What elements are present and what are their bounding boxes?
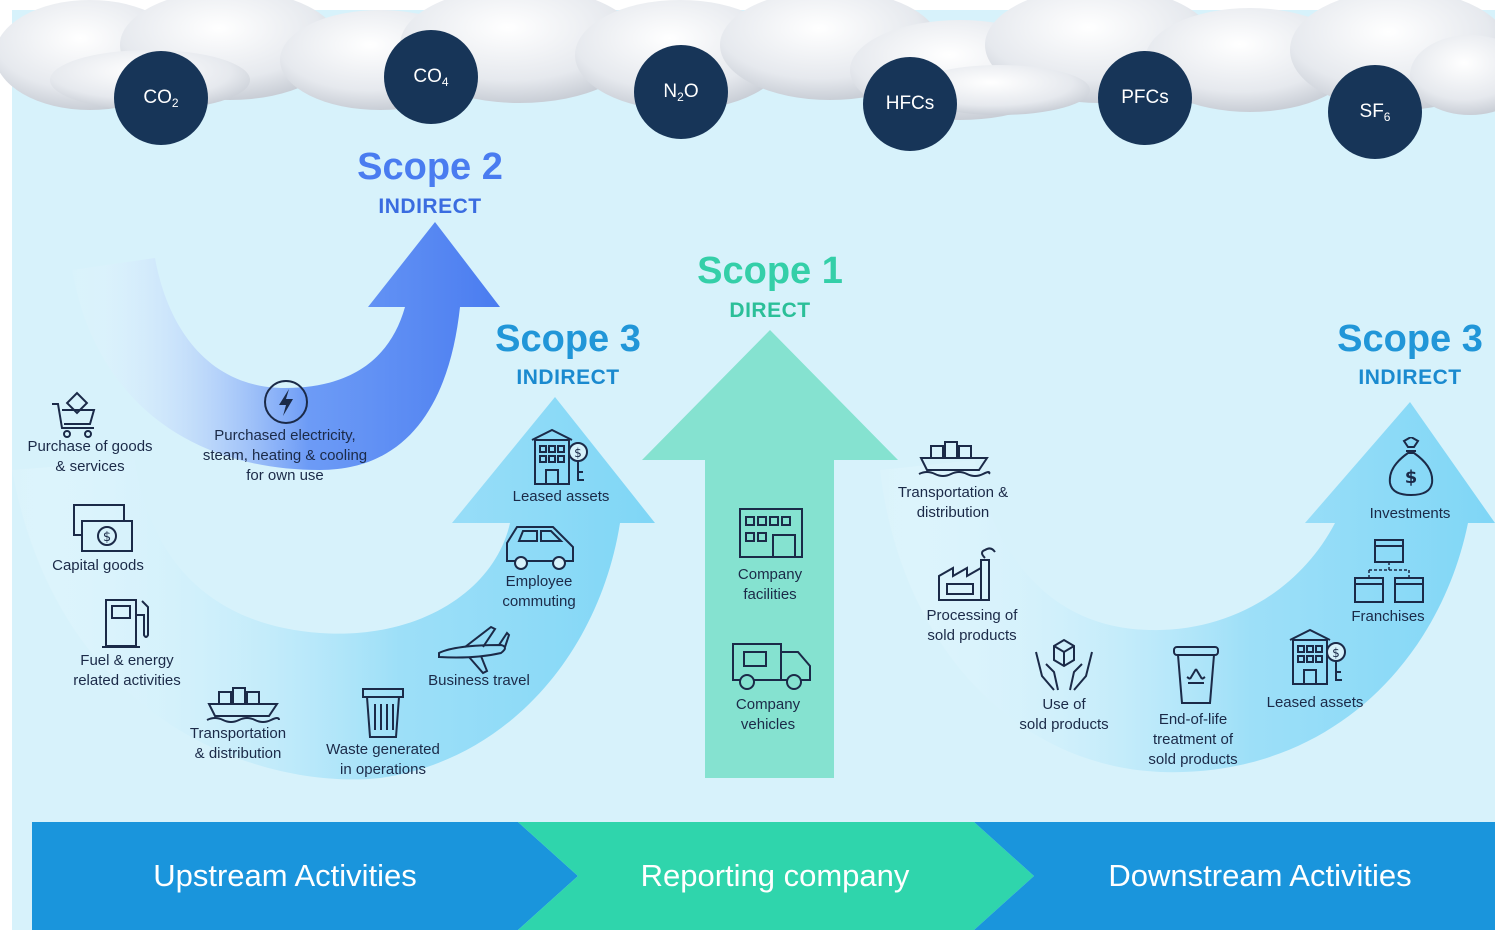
- franchise-stores-icon: [1354, 539, 1424, 603]
- scope1-arrow: [642, 330, 898, 778]
- gas-co2-label: CO2: [143, 86, 179, 110]
- upstream-travel-label: Business travel: [428, 672, 530, 689]
- activity-band: [32, 822, 1495, 930]
- scope3-upstream-arrow: [12, 397, 655, 780]
- gas-pfcs-badge: PFCs: [1098, 51, 1192, 145]
- downstream-leased-label: Leased assets: [1266, 694, 1364, 711]
- scope2-title: Scope 2: [357, 146, 503, 188]
- gas-pfcs-label: PFCs: [1121, 87, 1169, 108]
- svg-text:$: $: [1405, 467, 1418, 488]
- gas-co2-badge: CO2: [114, 51, 208, 145]
- gas-n2o-badge: N2O: [634, 45, 728, 139]
- upstream-transport-label: Transportation& distribution: [189, 725, 287, 762]
- downstream-investments-label: Investments: [1369, 505, 1451, 522]
- gas-co4-badge: CO4: [384, 30, 478, 124]
- gas-sf6-label: SF6: [1359, 100, 1391, 124]
- gas-hfcs-badge: HFCs: [863, 57, 957, 151]
- car-icon: [506, 526, 574, 570]
- scope3-downstream-subtitle: INDIRECT: [1358, 366, 1462, 389]
- upstream-capital-label: Capital goods: [52, 557, 144, 574]
- svg-text:$: $: [103, 530, 111, 545]
- svg-text:$: $: [574, 446, 582, 460]
- upstream-purchase-label: Purchase of goods& services: [27, 438, 153, 475]
- shopping-cart-icon: [52, 391, 96, 438]
- downstream-franchises-label: Franchises: [1351, 608, 1425, 625]
- scope3-upstream-title: Scope 3: [495, 318, 641, 360]
- factory-icon: [938, 547, 996, 601]
- fuel-pump-icon: [102, 599, 149, 648]
- scope2-subtitle: INDIRECT: [378, 195, 482, 218]
- scope2-electricity-label: Purchased electricity,steam, heating & c…: [202, 427, 368, 484]
- scope3-upstream-subtitle: INDIRECT: [516, 366, 620, 389]
- gas-co4-label: CO4: [413, 65, 449, 89]
- airplane-icon: [438, 625, 511, 675]
- lightning-icon: [264, 380, 308, 424]
- ship-icon: [206, 687, 280, 723]
- downstream-activities-label: Downstream Activities: [1108, 858, 1412, 893]
- recycle-bin-icon: [1173, 646, 1219, 704]
- building-key-icon: $: [1289, 628, 1346, 685]
- office-building-icon: [739, 508, 803, 558]
- hands-box-icon: [1035, 638, 1093, 691]
- scope1-title: Scope 1: [697, 250, 843, 292]
- gas-hfcs-label: HFCs: [885, 93, 935, 114]
- svg-text:$: $: [1332, 646, 1340, 660]
- scope3-downstream-title: Scope 3: [1337, 318, 1483, 360]
- upstream-leased-label: Leased assets: [512, 488, 610, 505]
- downstream-transport-label: Transportation &distribution: [897, 484, 1009, 521]
- upstream-activities-label: Upstream Activities: [153, 858, 417, 893]
- money-icon: $: [73, 504, 133, 552]
- gas-sf6-badge: SF6: [1328, 65, 1422, 159]
- trash-bin-icon: [362, 688, 404, 738]
- reporting-company-label: Reporting company: [640, 858, 910, 893]
- scope1-subtitle: DIRECT: [729, 299, 811, 322]
- scope2-arrow: [72, 222, 500, 470]
- ship-icon: [918, 441, 991, 477]
- money-bag-icon: $: [1388, 437, 1434, 497]
- gas-n2o-label: N2O: [663, 80, 699, 104]
- delivery-truck-icon: [732, 643, 811, 690]
- building-key-icon: $: [531, 428, 588, 485]
